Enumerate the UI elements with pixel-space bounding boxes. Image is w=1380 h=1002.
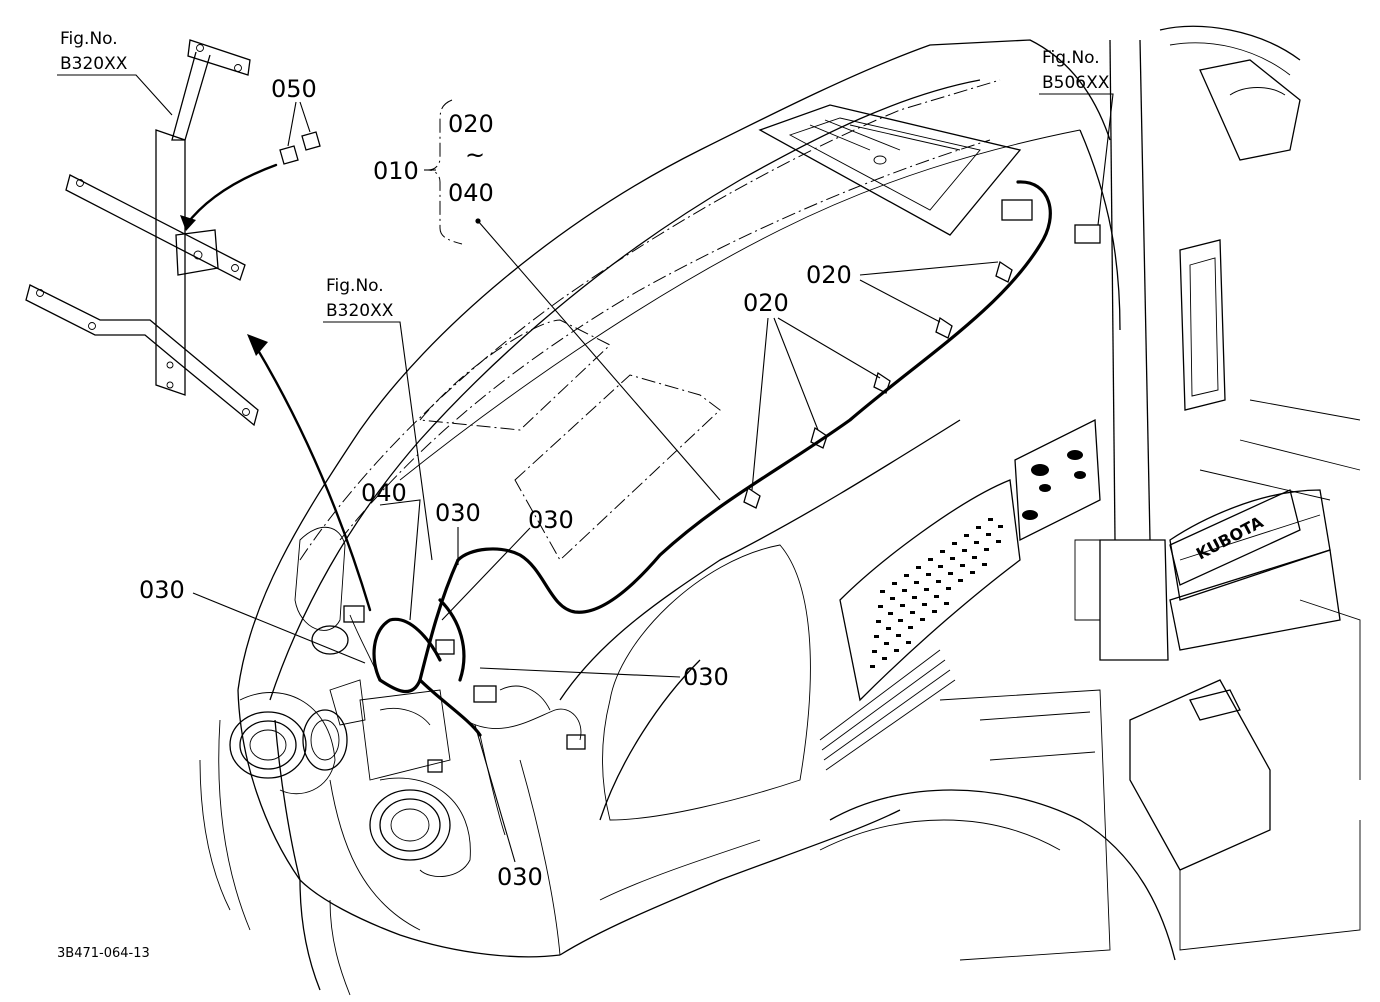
callout-030-group: 030 030 030 030 030 — [139, 499, 729, 891]
kubota-nameplate: KUBOTA — [1169, 489, 1301, 586]
callout-050-group: 050 — [271, 75, 317, 147]
side-grille — [819, 418, 1101, 771]
callout-020-right-group: 020 — [806, 261, 999, 323]
fig-ref-middle-code: B320XX — [326, 301, 394, 321]
callout-010: 010 — [373, 157, 419, 185]
wire-harness — [294, 180, 1101, 836]
callout-030-b: 030 — [528, 506, 574, 534]
hood-outline — [199, 39, 1176, 996]
fig-ref-right-title: Fig.No. — [1042, 48, 1100, 68]
fig-ref-right-code: B506XX — [1042, 73, 1110, 93]
callout-030-e: 030 — [497, 863, 543, 891]
fig-ref-left: Fig.No. B320XX — [57, 29, 173, 116]
callout-020-range-start: 020 — [448, 110, 494, 138]
callout-group-010: 010 020 ~ 040 — [373, 99, 721, 501]
bracket-inset — [25, 39, 372, 612]
callout-030-d: 030 — [683, 663, 729, 691]
fig-ref-middle: Fig.No. B320XX — [323, 276, 433, 561]
fig-ref-right: Fig.No. B506XX — [1039, 48, 1114, 226]
callout-020-b: 020 — [743, 289, 789, 317]
callout-range-tilde: ~ — [465, 141, 485, 169]
rops-frame — [939, 25, 1361, 961]
fig-ref-left-code: B320XX — [60, 54, 128, 74]
fig-ref-middle-title: Fig.No. — [326, 276, 384, 296]
fig-ref-left-title: Fig.No. — [60, 29, 118, 49]
callout-050: 050 — [271, 75, 317, 103]
callout-030-a: 030 — [435, 499, 481, 527]
callout-020-left-group: 020 — [743, 289, 881, 491]
headlights — [229, 625, 471, 877]
callout-030-c: 030 — [139, 576, 185, 604]
drawing-number: 3B471-064-13 — [57, 946, 150, 961]
callout-020-a: 020 — [806, 261, 852, 289]
callout-040-group: 040 — [361, 479, 421, 621]
callout-040-range-end: 040 — [448, 179, 494, 207]
